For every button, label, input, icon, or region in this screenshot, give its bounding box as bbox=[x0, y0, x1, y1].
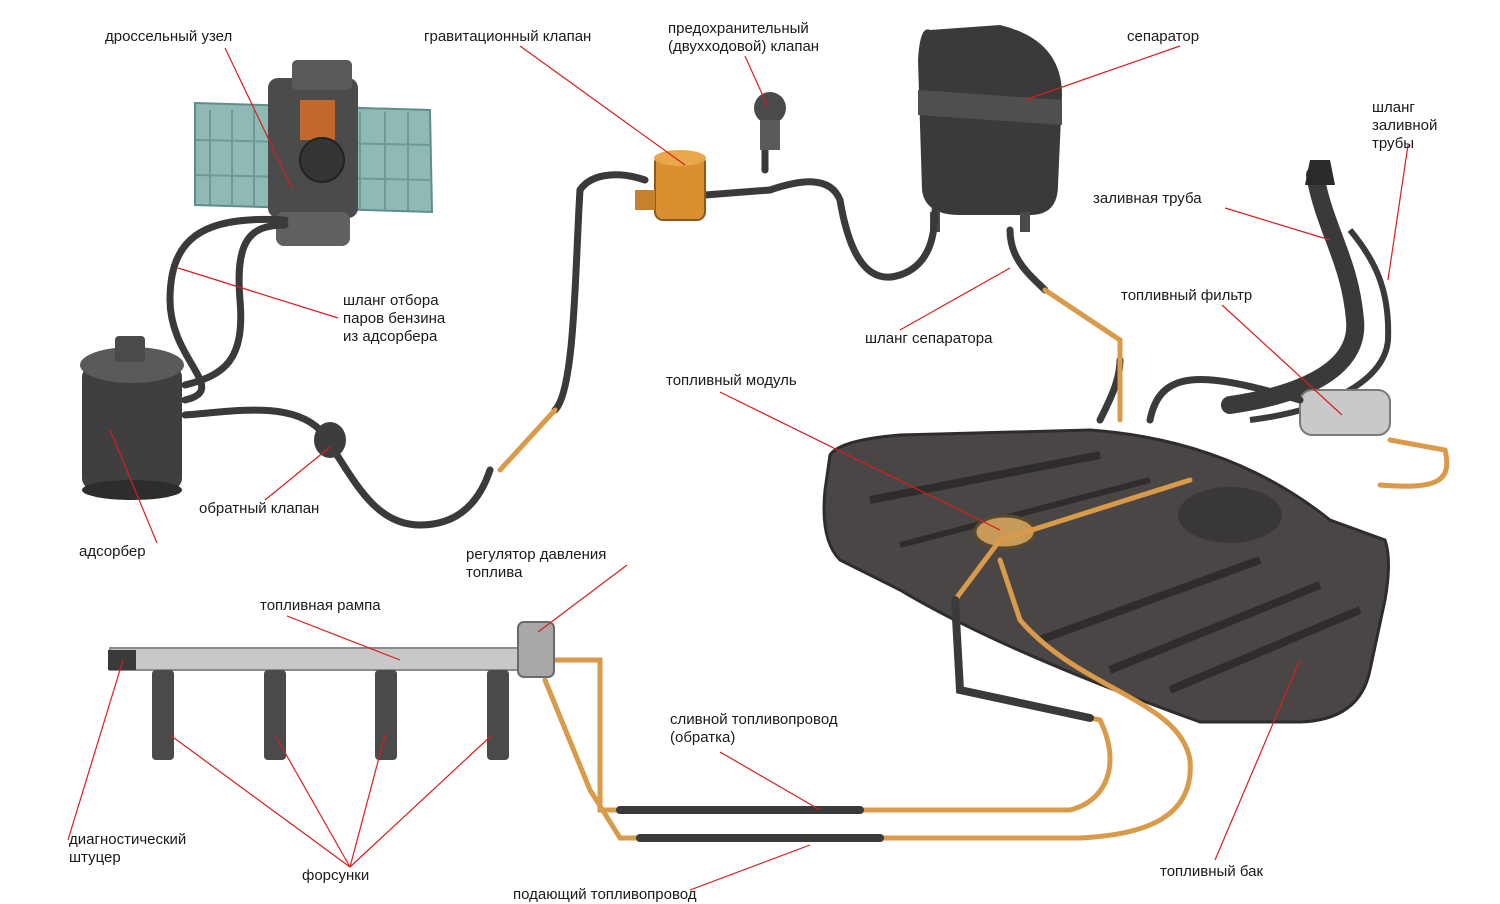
label-safety-valve-line2: (двухходовой) клапан bbox=[668, 38, 820, 55]
label-safety-valve: предохранительный (двухходовой) клапан bbox=[668, 20, 819, 56]
label-filler-hose-line1: шланг bbox=[1372, 99, 1415, 116]
label-pressure-regulator: регулятор давления топлива bbox=[466, 546, 606, 582]
label-diag-port: диагностический штуцер bbox=[69, 831, 186, 867]
label-diag-port-line2: штуцер bbox=[69, 849, 121, 866]
label-purge-hose-line3: из адсорбера bbox=[343, 328, 438, 345]
check-valve bbox=[314, 422, 346, 458]
fuel-filter bbox=[1299, 389, 1391, 436]
label-filler-hose-line3: трубы bbox=[1372, 135, 1415, 152]
label-supply-line: подающий топливопровод bbox=[513, 886, 697, 903]
injectors bbox=[152, 670, 509, 760]
label-filler-hose-line2: заливной bbox=[1372, 117, 1438, 134]
vapor-hoses bbox=[166, 146, 1304, 529]
throttle-body bbox=[194, 60, 434, 246]
label-separator: сепаратор bbox=[1127, 28, 1200, 45]
label-filler-pipe: заливная труба bbox=[1093, 190, 1202, 207]
safety-valve bbox=[754, 92, 786, 150]
label-gravity-valve: гравитационный клапан bbox=[424, 28, 592, 45]
label-adsorber: адсорбер bbox=[79, 543, 146, 560]
label-pressure-regulator-line1: регулятор давления bbox=[466, 546, 607, 563]
filler-pipe bbox=[1221, 160, 1392, 423]
label-purge-hose: шланг отбора паров бензина из адсорбера bbox=[343, 292, 445, 346]
label-return-line-line2: (обратка) bbox=[670, 729, 736, 746]
label-throttle: дроссельный узел bbox=[105, 28, 233, 45]
adsorber-canister bbox=[80, 336, 184, 500]
label-fuel-filter: топливный фильтр bbox=[1121, 287, 1253, 304]
label-purge-hose-line2: паров бензина bbox=[343, 310, 446, 327]
label-return-line-line1: сливной топливопровод bbox=[670, 711, 838, 728]
label-fuel-module: топливный модуль bbox=[666, 372, 797, 389]
label-fuel-rail: топливная рампа bbox=[260, 597, 381, 614]
separator-tank bbox=[918, 25, 1062, 232]
label-purge-hose-line1: шланг отбора bbox=[343, 292, 439, 309]
label-return-line: сливной топливопровод (обратка) bbox=[670, 711, 838, 747]
gravity-valve bbox=[635, 150, 706, 221]
leader-lines bbox=[67, 45, 1409, 891]
fuel-tank bbox=[822, 428, 1390, 724]
fuel-rail bbox=[108, 621, 555, 678]
label-injectors: форсунки bbox=[302, 867, 370, 884]
label-pressure-regulator-line2: топлива bbox=[466, 564, 523, 581]
label-check-valve: обратный клапан bbox=[199, 500, 320, 517]
label-safety-valve-line1: предохранительный bbox=[668, 20, 809, 37]
label-separator-hose: шланг сепаратора bbox=[865, 330, 993, 347]
label-fuel-tank: топливный бак bbox=[1160, 863, 1264, 880]
label-diag-port-line1: диагностический bbox=[69, 831, 187, 848]
label-filler-hose: шланг заливной трубы bbox=[1372, 99, 1437, 153]
